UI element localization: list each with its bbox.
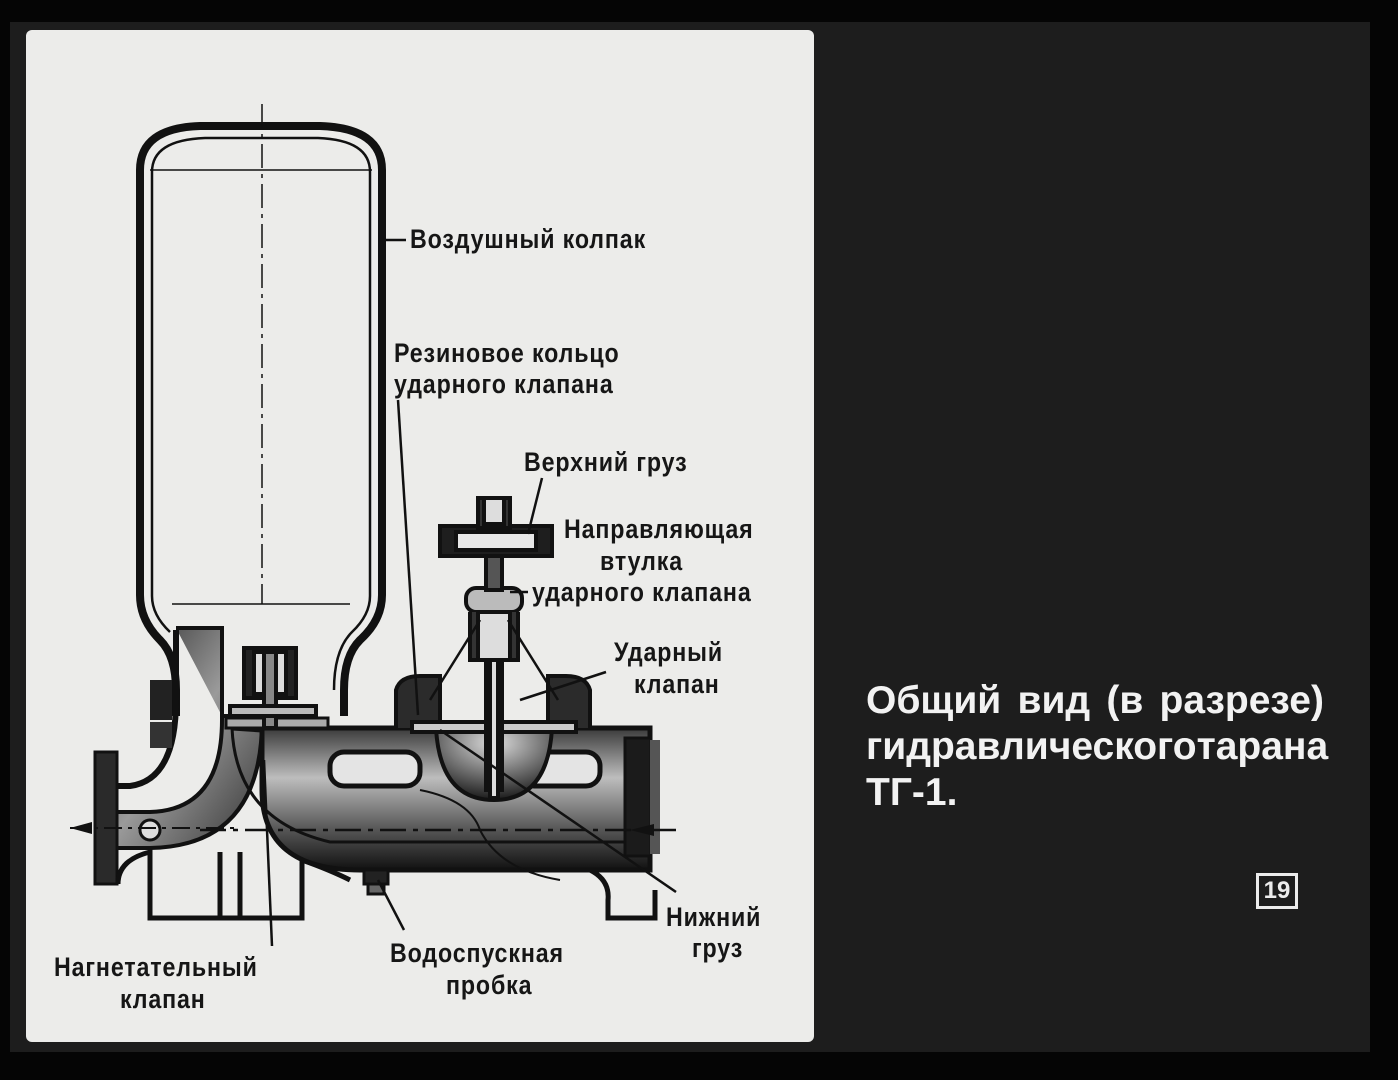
label-impact-valve-line2: клапан — [634, 669, 720, 699]
caption-word: тарана — [1196, 725, 1329, 768]
diagram-panel — [26, 30, 814, 1042]
air-cap — [136, 104, 386, 716]
label-drain-plug-line1: Водоспускная — [390, 938, 564, 968]
label-discharge-valve-line1: Нагнетательный — [54, 952, 258, 982]
label-impact-valve-line1: Ударный — [614, 637, 723, 667]
caption-line-1: Общий вид (в разрезе) — [866, 678, 1324, 724]
discharge-check-valve — [228, 646, 318, 730]
caption-word: (в — [1106, 679, 1144, 722]
label-guide-line3: ударного клапана — [532, 577, 752, 607]
slide-caption: Общий вид (в разрезе) гидравлического та… — [866, 678, 1328, 816]
upper-weight — [438, 496, 554, 592]
guide-sleeve — [428, 586, 560, 701]
caption-line-3: ТГ-1. — [866, 770, 1324, 816]
label-rubber-ring-line1: Резиновое кольцо — [394, 338, 620, 368]
slide-number-badge: 19 — [1256, 873, 1298, 909]
drain-plug — [362, 868, 390, 896]
label-lower-weight-line2: груз — [692, 933, 744, 963]
label-lower-weight-line1: Нижний — [666, 902, 762, 932]
label-upper-weight: Верхний груз — [524, 447, 688, 477]
caption-word: вид — [1017, 679, 1091, 722]
label-rubber-ring-line2: ударного клапана — [394, 369, 614, 399]
label-discharge-valve-line2: клапан — [120, 984, 206, 1014]
caption-word: ТГ-1. — [866, 771, 958, 814]
leader-lines — [262, 238, 677, 947]
caption-word: Общий — [866, 679, 1002, 722]
label-guide-line2: втулка — [600, 546, 683, 576]
caption-line-2: гидравлического тарана — [866, 724, 1328, 770]
caption-word: разрезе) — [1159, 679, 1324, 722]
caption-word: гидравлического — [866, 725, 1197, 768]
label-drain-plug-line2: пробка — [446, 970, 533, 1000]
base-pedestals — [115, 848, 658, 921]
discharge-pipe — [70, 626, 264, 886]
label-guide-line1: Направляющая — [564, 514, 754, 544]
label-air-cap: Воздушный колпак — [410, 224, 647, 254]
